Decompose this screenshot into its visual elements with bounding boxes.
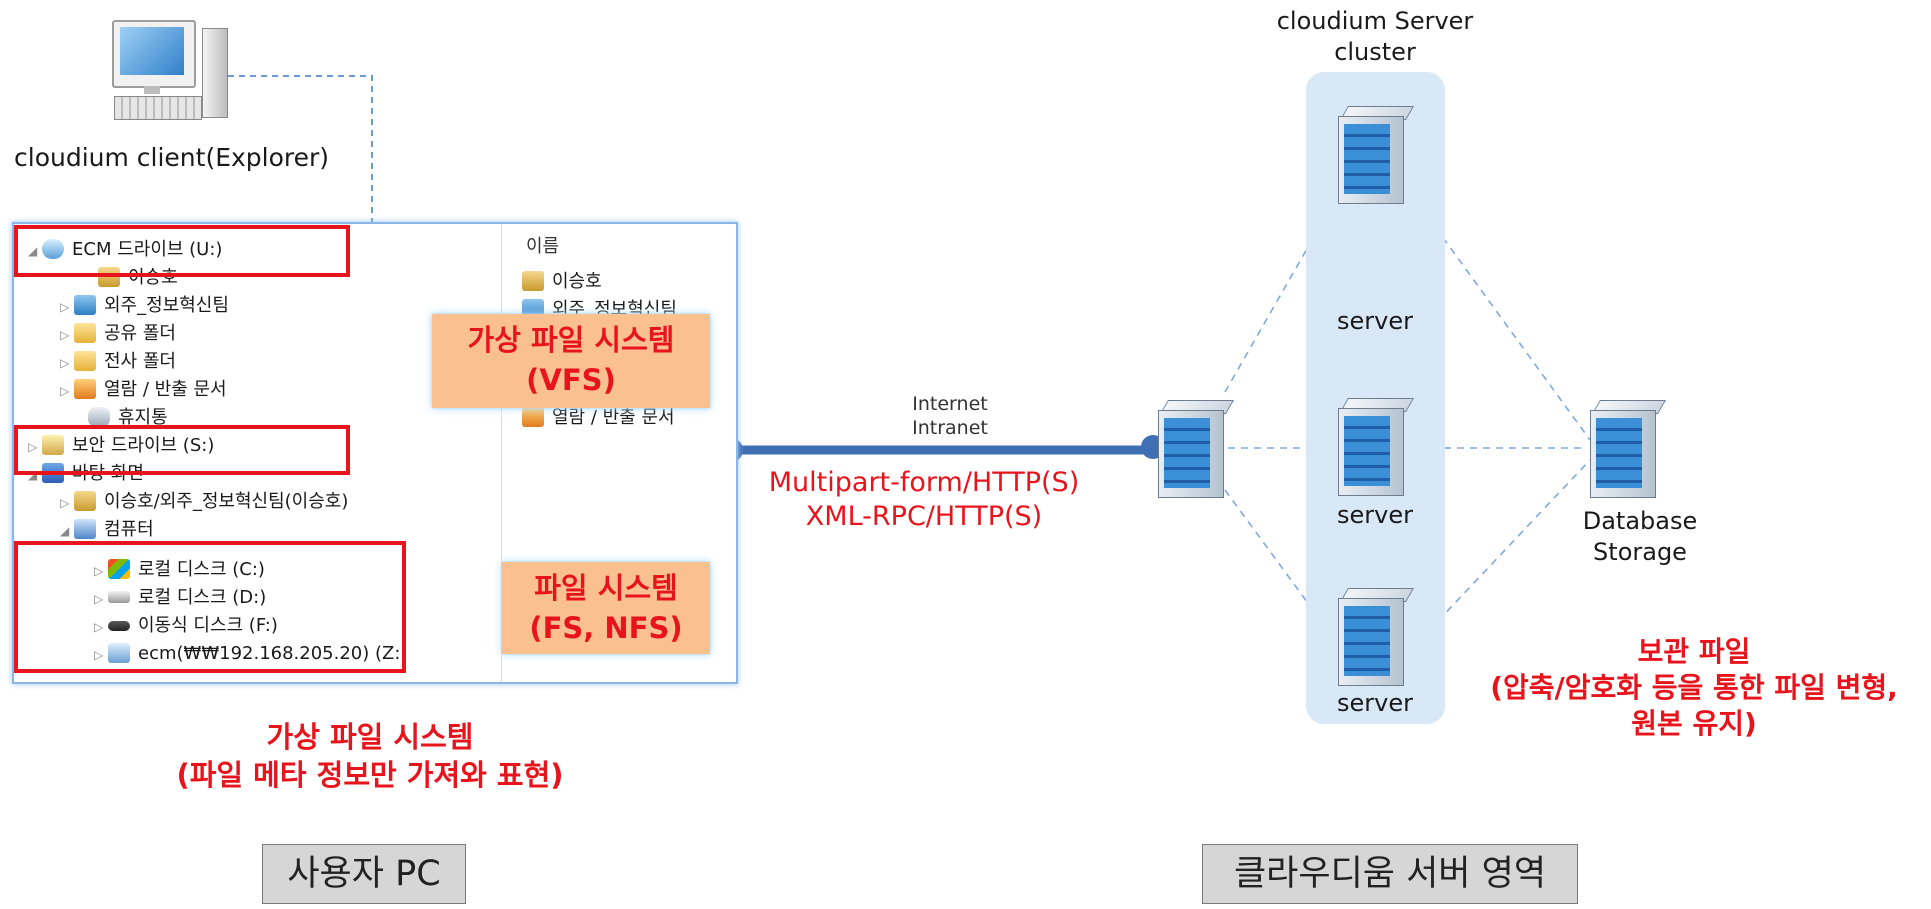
tree-item-label: 이동식 디스크 (F:)	[138, 615, 278, 636]
tree-item-label: 로컬 디스크 (D:)	[138, 587, 267, 608]
tree-item-label: 공유 폴더	[104, 323, 176, 344]
hdd-icon	[108, 591, 130, 603]
file-list-item[interactable]: 이승호	[522, 268, 602, 296]
tree-item-label: 전사 폴더	[104, 351, 176, 372]
callout-fs: 파일 시스템 (FS, NFS)	[502, 562, 710, 654]
readout-icon	[522, 407, 544, 427]
client-link-line	[228, 75, 373, 222]
region-server-area: 클라우디움 서버 영역	[1202, 844, 1578, 904]
tree-item-label: 외주_정보혁신팀	[104, 295, 229, 316]
removable-disk-icon	[108, 621, 130, 631]
tree-item[interactable]: ◢ 컴퓨터	[60, 516, 154, 544]
protocol-label: Multipart-form/HTTP(S) XML-RPC/HTTP(S)	[768, 467, 1080, 532]
file-list-item[interactable]: 열람 / 반출 문서	[522, 404, 675, 432]
network-label: Internet Intranet	[912, 393, 988, 439]
tree-item-label: 휴지통	[118, 407, 168, 428]
tree-item[interactable]: ▷ 열람 / 반출 문서	[60, 376, 227, 404]
readout-icon	[74, 379, 96, 399]
tree-expander-icon[interactable]: ▷	[94, 592, 104, 606]
tree-item[interactable]: 휴지통	[74, 404, 168, 432]
windows-disk-icon	[108, 559, 130, 579]
tree-item[interactable]: ▷ 보안 드라이브 (S:)	[28, 432, 214, 460]
highlight-ecm-drive	[14, 225, 350, 277]
tree-expander-icon[interactable]: ▷	[60, 496, 70, 510]
tree-expander-icon[interactable]: ◢	[60, 524, 70, 538]
tree-item-label: ECM 드라이브 (U:)	[72, 239, 223, 260]
tree-item-label: 이승호	[128, 267, 178, 288]
tree-item[interactable]: ◢ ECM 드라이브 (U:)	[28, 236, 222, 264]
tree-expander-icon[interactable]: ▷	[60, 384, 70, 398]
highlight-file-system	[14, 541, 406, 673]
folder-icon	[74, 351, 96, 371]
user-icon	[522, 271, 544, 291]
storage-label: Database Storage	[1582, 507, 1698, 566]
tree-item[interactable]: ▷ ecm(₩₩192.168.205.20) (Z:)	[94, 640, 407, 668]
lock-drive-icon	[42, 435, 64, 455]
cluster-title: cloudium Server cluster	[1276, 7, 1474, 66]
pane-divider[interactable]	[501, 224, 502, 682]
tree-item[interactable]: ▷ 공유 폴더	[60, 320, 176, 348]
desktop-computer-icon	[110, 18, 230, 126]
cluster-server-icon	[1338, 398, 1415, 496]
tree-item[interactable]: 이승호	[84, 264, 178, 292]
highlight-secure-drive	[14, 425, 350, 475]
tree-item[interactable]: ▷ 로컬 디스크 (C:)	[94, 556, 265, 584]
computer-icon	[74, 519, 96, 539]
user-icon	[98, 267, 120, 287]
trash-icon	[88, 407, 110, 427]
database-storage-icon	[1590, 400, 1667, 498]
gateway-server-icon	[1158, 400, 1235, 498]
file-list-item-label: 열람 / 반출 문서	[552, 407, 675, 428]
network-drive-icon	[108, 643, 130, 663]
explorer-tree: ◢ ECM 드라이브 (U:) 이승호 ▷ 외주_정보혁신팀 ▷ 공유 폴더 ▷ 전사 폴더 ▷ 열…	[14, 224, 499, 682]
column-header-name[interactable]: 이름	[526, 236, 560, 257]
callout-vfs: 가상 파일 시스템 (VFS)	[432, 314, 710, 408]
tree-item-label: 컴퓨터	[104, 519, 154, 540]
tree-expander-icon[interactable]: ◢	[28, 244, 38, 258]
tree-item-label: 이승호/외주_정보혁신팀(이승호)	[104, 491, 349, 512]
tree-expander-icon[interactable]: ▷	[60, 356, 70, 370]
server-label: server	[1337, 689, 1413, 717]
folder-icon	[74, 323, 96, 343]
cluster-server-icon	[1338, 106, 1415, 204]
drive-icon	[42, 239, 64, 259]
storage-note: 보관 파일 (압축/암호화 등을 통한 파일 변형, 원본 유지)	[1490, 635, 1898, 740]
tree-item-label: 보안 드라이브 (S:)	[72, 435, 215, 456]
file-list-item-label: 이승호	[552, 271, 602, 292]
tree-expander-icon[interactable]: ▷	[60, 328, 70, 342]
tree-item-label: 로컬 디스크 (C:)	[138, 559, 265, 580]
tree-expander-icon[interactable]: ▷	[60, 300, 70, 314]
tree-item-label: ecm(₩₩192.168.205.20) (Z:)	[138, 643, 408, 664]
team-icon	[74, 295, 96, 315]
cluster-server-icon	[1338, 588, 1415, 686]
tree-expander-icon[interactable]: ◢	[28, 468, 38, 482]
client-title: cloudium client(Explorer)	[14, 143, 330, 172]
tree-item[interactable]: ▷ 이동식 디스크 (F:)	[94, 612, 278, 640]
tree-item-label: 열람 / 반출 문서	[104, 379, 227, 400]
tree-item[interactable]: ▷ 전사 폴더	[60, 348, 176, 376]
server-label: server	[1337, 307, 1413, 335]
server-label: server	[1337, 501, 1413, 529]
region-user-pc: 사용자 PC	[262, 844, 466, 904]
tree-expander-icon[interactable]: ▷	[94, 564, 104, 578]
vfs-note: 가상 파일 시스템 (파일 메타 정보만 가져와 표현)	[176, 720, 564, 792]
tree-expander-icon[interactable]: ▷	[94, 620, 104, 634]
tree-item[interactable]: ▷ 외주_정보혁신팀	[60, 292, 229, 320]
tree-item[interactable]: ▷ 로컬 디스크 (D:)	[94, 584, 266, 612]
tree-expander-icon[interactable]: ▷	[94, 648, 104, 662]
tree-expander-icon[interactable]: ▷	[28, 440, 38, 454]
user-icon	[74, 491, 96, 511]
tree-item[interactable]: ▷ 이승호/외주_정보혁신팀(이승호)	[60, 488, 348, 516]
